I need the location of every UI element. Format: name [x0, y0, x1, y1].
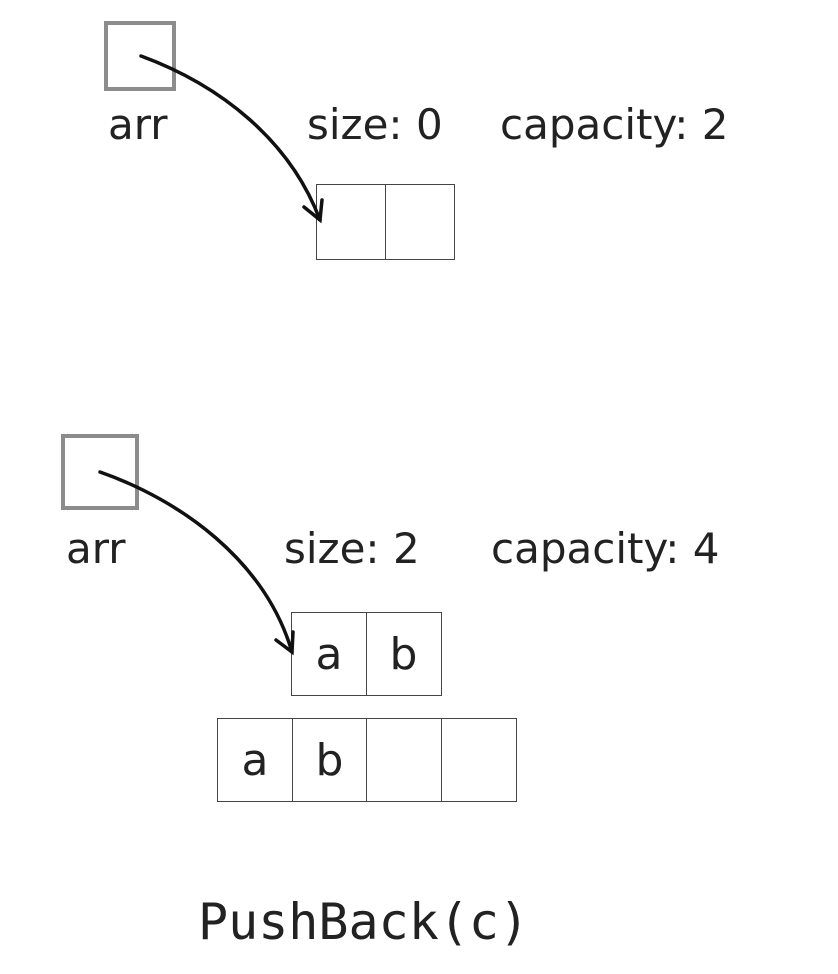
- pointer-label: arr: [108, 100, 168, 149]
- size-value: 0: [415, 100, 443, 149]
- capacity-text: capacity:: [500, 100, 689, 149]
- array-cell: a: [291, 612, 367, 696]
- arrow-head: [274, 630, 295, 656]
- new-array: a b: [217, 718, 517, 802]
- size-label: size: 2: [284, 528, 420, 570]
- array-cell: [384, 184, 455, 260]
- old-array: a b: [291, 612, 442, 696]
- capacity-value: 4: [692, 524, 720, 573]
- operation-label: PushBack(c): [198, 893, 530, 951]
- size-value: 2: [392, 524, 420, 573]
- arrow-head: [302, 198, 324, 224]
- array: [316, 184, 455, 260]
- size-text: size:: [307, 100, 403, 149]
- pointer-label: arr: [66, 524, 126, 573]
- array-cell: [440, 718, 517, 802]
- pointer-arrow: [98, 470, 294, 654]
- capacity-value: 2: [701, 100, 729, 149]
- array-cell: a: [217, 718, 293, 802]
- capacity-label: capacity: 4: [491, 528, 720, 570]
- pointer-arrow: [139, 54, 322, 222]
- array-cell: b: [291, 718, 368, 802]
- size-label: size: 0: [307, 104, 443, 146]
- capacity-label: capacity: 2: [500, 104, 729, 146]
- pointer-box: [104, 21, 176, 91]
- array-cell: b: [365, 612, 442, 696]
- capacity-text: capacity:: [491, 524, 680, 573]
- size-text: size:: [284, 524, 380, 573]
- array-cell: [366, 718, 442, 802]
